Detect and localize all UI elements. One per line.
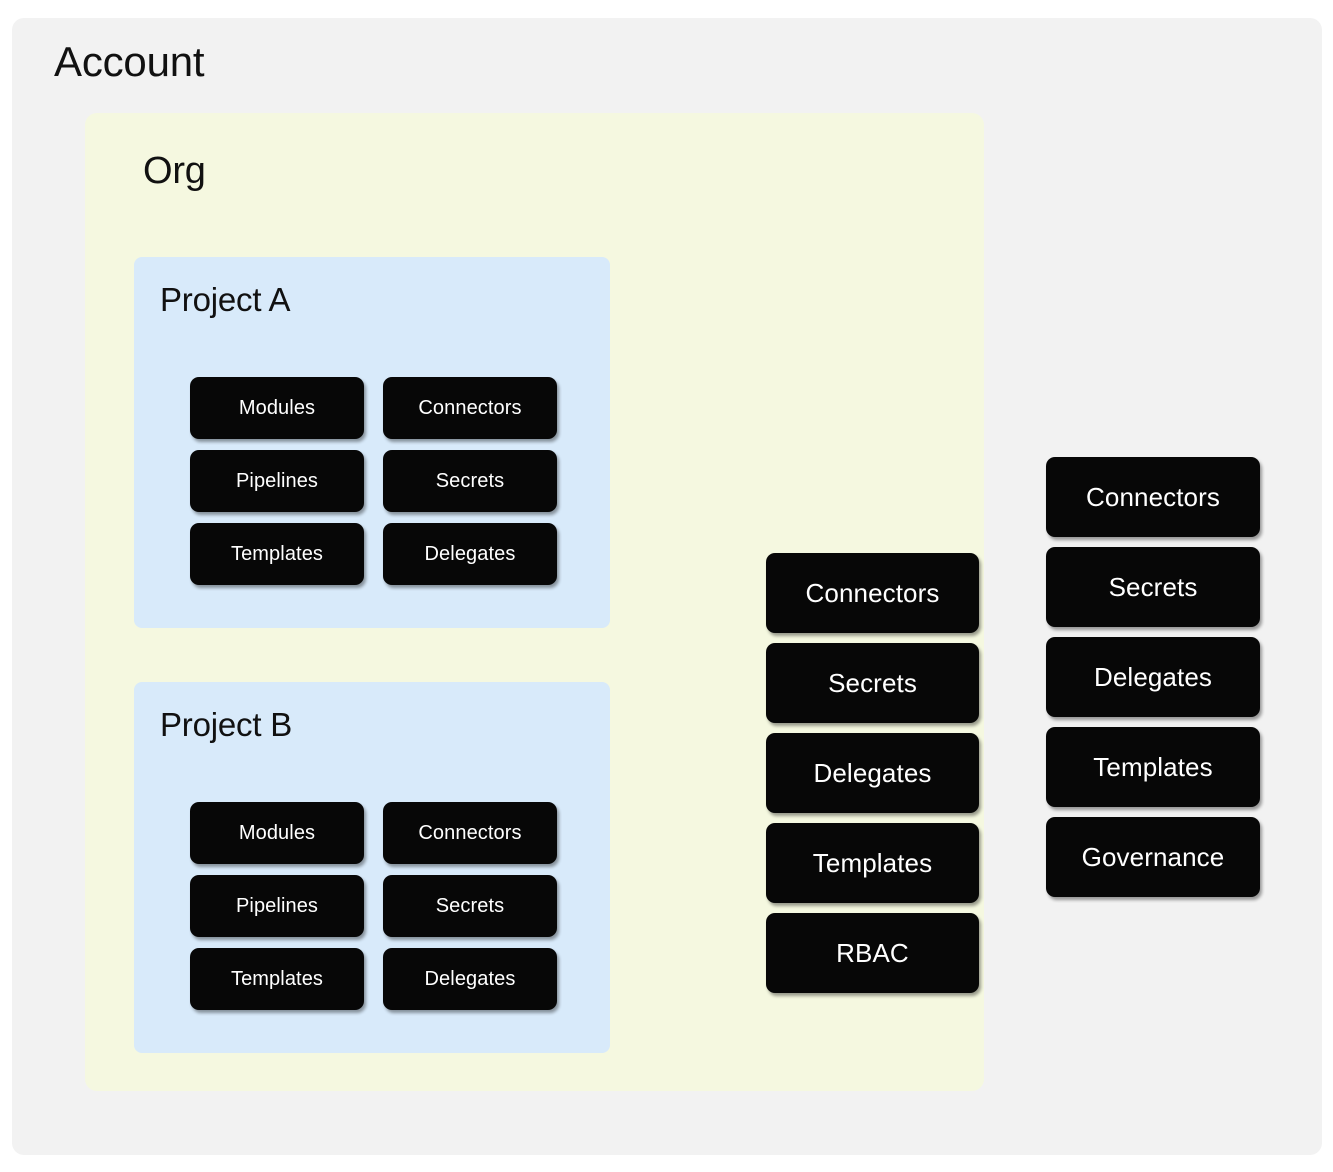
org-resource-column: Connectors Secrets Delegates Templates R… <box>766 553 979 993</box>
org-resource-delegates[interactable]: Delegates <box>766 733 979 813</box>
account-resource-column: Connectors Secrets Delegates Templates G… <box>1046 457 1260 897</box>
org-resource-templates[interactable]: Templates <box>766 823 979 903</box>
project-b-resource-grid: Modules Connectors Pipelines Secrets Tem… <box>190 802 557 1010</box>
project-b-resource-modules[interactable]: Modules <box>190 802 364 864</box>
project-b-resource-secrets[interactable]: Secrets <box>383 875 557 937</box>
project-b-resource-pipelines[interactable]: Pipelines <box>190 875 364 937</box>
project-b-resource-connectors[interactable]: Connectors <box>383 802 557 864</box>
project-a-resource-connectors[interactable]: Connectors <box>383 377 557 439</box>
org-scope-container: Org Project A Modules Connectors Pipelin… <box>85 113 984 1091</box>
project-b-resource-delegates[interactable]: Delegates <box>383 948 557 1010</box>
project-b-resource-templates[interactable]: Templates <box>190 948 364 1010</box>
org-resource-connectors[interactable]: Connectors <box>766 553 979 633</box>
org-resource-secrets[interactable]: Secrets <box>766 643 979 723</box>
org-scope-title: Org <box>143 150 206 192</box>
account-resource-secrets[interactable]: Secrets <box>1046 547 1260 627</box>
account-scope-title: Account <box>54 38 205 85</box>
project-a-resource-modules[interactable]: Modules <box>190 377 364 439</box>
project-b-title: Project B <box>160 706 293 743</box>
project-a-resource-secrets[interactable]: Secrets <box>383 450 557 512</box>
account-resource-governance[interactable]: Governance <box>1046 817 1260 897</box>
account-resource-templates[interactable]: Templates <box>1046 727 1260 807</box>
project-a-title: Project A <box>160 281 291 318</box>
project-a-resource-templates[interactable]: Templates <box>190 523 364 585</box>
project-a-container: Project A Modules Connectors Pipelines S… <box>134 257 610 628</box>
account-scope-container: Account Org Project A Modules Connectors… <box>12 18 1322 1155</box>
project-a-resource-grid: Modules Connectors Pipelines Secrets Tem… <box>190 377 557 585</box>
account-resource-delegates[interactable]: Delegates <box>1046 637 1260 717</box>
account-resource-connectors[interactable]: Connectors <box>1046 457 1260 537</box>
org-resource-rbac[interactable]: RBAC <box>766 913 979 993</box>
project-b-container: Project B Modules Connectors Pipelines S… <box>134 682 610 1053</box>
project-a-resource-pipelines[interactable]: Pipelines <box>190 450 364 512</box>
project-a-resource-delegates[interactable]: Delegates <box>383 523 557 585</box>
